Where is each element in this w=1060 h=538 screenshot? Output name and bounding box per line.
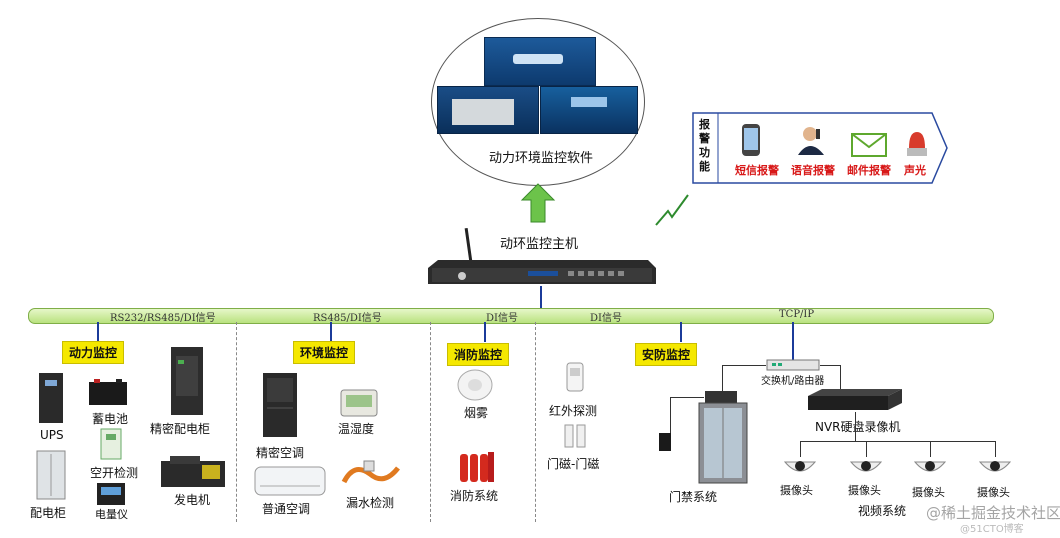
person-calling-icon xyxy=(796,125,832,155)
nvr-icon xyxy=(808,388,902,412)
bus-label-rs485: RS485/DI信号 xyxy=(313,313,382,324)
temp-humidity-icon xyxy=(340,389,378,417)
bus-label-di-fire: DI信号 xyxy=(486,313,518,324)
smoke-label: 烟雾 xyxy=(464,406,489,420)
env-link xyxy=(330,322,332,342)
battery-label: 蓄电池 xyxy=(92,412,129,426)
camera-bus-line xyxy=(800,441,996,442)
antenna-icon xyxy=(464,227,473,263)
camera-label: 摄像头 xyxy=(912,486,945,499)
alarm-light-icon xyxy=(905,130,929,158)
nvr-label: NVR硬盘录像机 xyxy=(815,420,901,434)
software-label: 动力环境监控软件 xyxy=(489,151,594,166)
breaker-detect-icon xyxy=(100,428,122,460)
wireless-signal-icon xyxy=(654,193,690,227)
bus-label-rs232: RS232/RS485/DI信号 xyxy=(110,313,216,324)
camera-drop xyxy=(866,441,867,457)
distribution-cabinet-icon xyxy=(36,450,66,500)
camera-label: 摄像头 xyxy=(848,484,881,497)
alarm-item-email: 邮件报警 xyxy=(847,164,891,177)
switch-to-access-line xyxy=(722,365,766,366)
camera-drop xyxy=(995,441,996,457)
divider xyxy=(430,322,431,522)
up-arrow-icon xyxy=(520,182,556,224)
door-contact-label: 门磁-门磁 xyxy=(547,457,600,471)
switch-router-icon xyxy=(766,358,820,372)
door-contact-icon xyxy=(564,424,586,448)
env-title: 环境监控 xyxy=(293,341,356,364)
camera-icon xyxy=(978,456,1012,480)
alarm-item-voice: 语音报警 xyxy=(791,164,835,177)
generator-icon xyxy=(160,455,226,489)
power-link xyxy=(97,322,99,342)
breaker-detect-label: 空开检测 xyxy=(90,466,139,480)
switch-to-access-line xyxy=(722,365,723,391)
host-bus-link xyxy=(540,286,542,308)
power-meter-label: 电量仪 xyxy=(95,508,128,521)
camera-label: 摄像头 xyxy=(977,486,1010,499)
watermark: @稀土掘金技术社区 xyxy=(926,504,1060,522)
fire-link xyxy=(484,322,486,342)
software-screenshot-top xyxy=(484,37,596,86)
camera-icon xyxy=(913,456,947,480)
access-door-icon xyxy=(698,402,748,484)
precision-ac-icon xyxy=(262,372,298,438)
host-device xyxy=(428,258,656,288)
temp-humidity-label: 温湿度 xyxy=(338,422,375,436)
smoke-detector-icon xyxy=(456,368,494,402)
phone-icon xyxy=(740,123,762,157)
precision-cabinet-icon xyxy=(170,346,204,416)
signal-bus xyxy=(28,308,994,324)
camera-icon xyxy=(783,456,817,480)
fire-system-label: 消防系统 xyxy=(450,489,499,503)
fire-title: 消防监控 xyxy=(447,343,510,366)
software-screenshot-left xyxy=(437,86,539,134)
access-control-label: 门禁系统 xyxy=(669,490,718,504)
camera-drop xyxy=(800,441,801,457)
security-title: 安防监控 xyxy=(635,343,698,366)
camera-drop xyxy=(930,441,931,457)
tcp-link xyxy=(792,322,794,360)
access-reader-icon xyxy=(658,432,672,452)
envelope-icon xyxy=(851,133,887,157)
watermark-sub: @51CTO博客 xyxy=(960,524,1024,535)
distribution-cabinet-label: 配电柜 xyxy=(30,506,67,520)
access-controller-icon xyxy=(704,390,738,404)
bus-label-di-sensor: DI信号 xyxy=(590,313,622,324)
software-screenshot-right xyxy=(540,86,638,134)
bus-label-tcpip: TCP/IP xyxy=(779,309,815,320)
power-title: 动力监控 xyxy=(62,341,125,364)
water-leak-icon xyxy=(340,460,402,490)
normal-ac-label: 普通空调 xyxy=(262,502,311,516)
alarm-item-sms: 短信报警 xyxy=(735,164,779,177)
divider xyxy=(535,322,536,522)
host-label: 动环监控主机 xyxy=(500,237,579,252)
switch-to-nvr-line xyxy=(840,365,841,389)
alarm-title: 报警功能 xyxy=(699,118,710,173)
camera-icon xyxy=(849,456,883,480)
ups-label: UPS xyxy=(40,428,64,442)
switch-router-label: 交换机/路由器 xyxy=(761,376,825,387)
camera-label: 摄像头 xyxy=(780,484,813,497)
access-wire xyxy=(670,397,704,398)
divider xyxy=(236,322,237,522)
generator-label: 发电机 xyxy=(174,493,211,507)
precision-ac-label: 精密空调 xyxy=(256,446,305,460)
power-meter-icon xyxy=(96,482,126,506)
video-system-label: 视频系统 xyxy=(858,504,907,518)
precision-cabinet-label: 精密配电柜 xyxy=(150,422,211,436)
fire-system-icon xyxy=(458,450,496,484)
normal-ac-icon xyxy=(254,466,326,496)
security-link xyxy=(680,322,682,342)
access-wire xyxy=(670,397,671,433)
switch-to-nvr-line xyxy=(820,365,840,366)
ups-icon xyxy=(38,372,64,424)
nvr-to-camera-line xyxy=(855,412,856,442)
battery-icon xyxy=(88,378,128,406)
water-leak-label: 漏水检测 xyxy=(346,496,395,510)
infrared-detector-icon xyxy=(566,362,584,392)
alarm-item-light: 声光 xyxy=(904,164,926,177)
infrared-label: 红外探测 xyxy=(549,404,598,418)
